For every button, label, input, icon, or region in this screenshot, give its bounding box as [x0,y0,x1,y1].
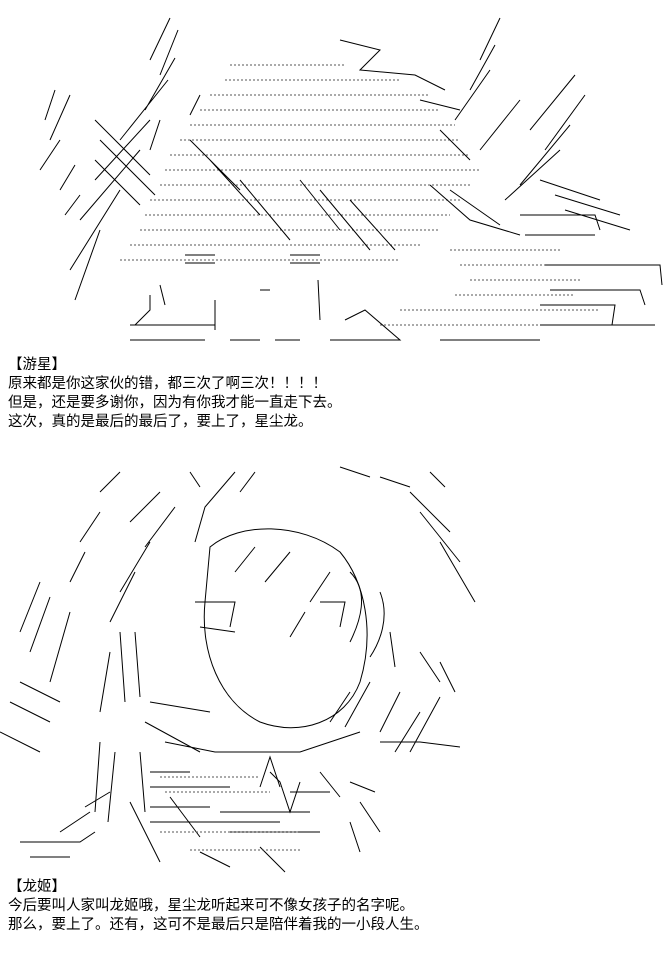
dialogue-yusei: 【游星】 原来都是你这家伙的错，都三次了啊三次！！！！ 但是，还是要多谢你，因为… [8,356,663,432]
dialogue-line: 那么，要上了。还有，这可不是最后只是陪伴着我的一小段人生。 [8,917,429,933]
ascii-art-dragon [0,0,671,352]
ascii-art-girl [0,452,671,874]
dialogue-line: 但是，还是要多谢你，因为有你我才能一直走下去。 [8,395,342,411]
dialogue-line: 今后要叫人家叫龙姬哦，星尘龙听起来可不像女孩子的名字呢。 [8,898,414,914]
dialogue-ryuuki: 【龙姬】 今后要叫人家叫龙姬哦，星尘龙听起来可不像女孩子的名字呢。 那么，要上了… [8,878,663,935]
speaker-name: 【龙姬】 [8,879,66,895]
dialogue-line: 原来都是你这家伙的错，都三次了啊三次！！！！ [8,376,327,392]
dialogue-line: 这次，真的是最后的最后了，要上了，星尘龙。 [8,414,313,430]
speaker-name: 【游星】 [8,357,66,373]
